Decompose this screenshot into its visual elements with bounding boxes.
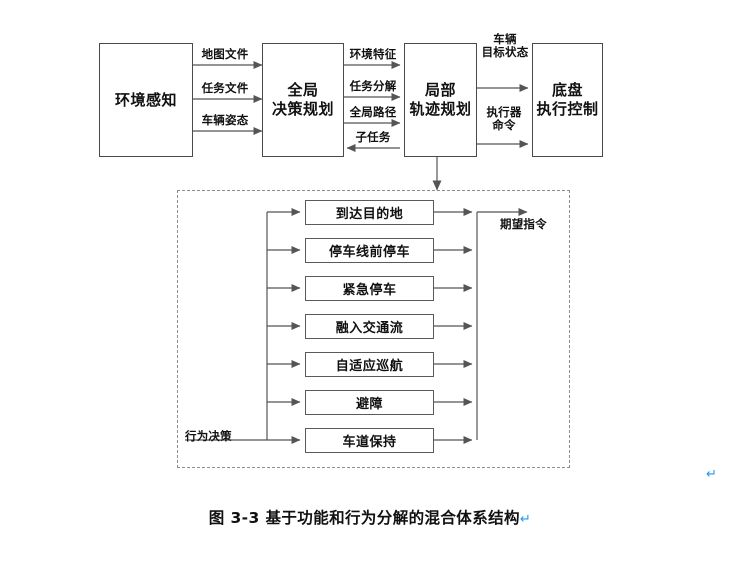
behavior-decision-region (177, 190, 570, 468)
pipeline-box-global-planner-label: 全局 决策规划 (271, 81, 334, 118)
edge-label-env-feature: 环境特征 (349, 47, 397, 61)
pipeline-box-chassis-control-label: 底盘 执行控制 (536, 81, 599, 118)
caption-paragraph-mark-icon: ↵ (519, 512, 532, 527)
behavior-box-reach-destination-label: 到达目的地 (335, 207, 404, 222)
behavior-input-label: 行为决策 (185, 429, 232, 443)
edge-label-map-file: 地图文件 (201, 47, 249, 61)
behavior-box-emergency-stop-label: 紧急停车 (342, 283, 397, 298)
edge-label-sub-task: 子任务 (355, 130, 391, 144)
behavior-box-lane-keeping-label: 车道保持 (342, 435, 397, 450)
behavior-box-merge-into-traffic[interactable]: 融入交通流 (305, 314, 434, 339)
edge-label-mission-file: 任务文件 (201, 81, 249, 95)
behavior-box-obstacle-avoidance[interactable]: 避障 (305, 390, 434, 415)
behavior-box-adaptive-cruise-label: 自适应巡航 (335, 359, 404, 374)
behavior-box-stop-before-stopline[interactable]: 停车线前停车 (305, 238, 434, 263)
behavior-output-label: 期望指令 (500, 217, 547, 231)
figure-caption: 图 3-3 基于功能和行为分解的混合体系结构↵ (0, 506, 740, 528)
pipeline-box-local-planner-label: 局部 轨迹规划 (409, 81, 472, 118)
edge-label-task-decomposition: 任务分解 (349, 79, 397, 93)
edge-label-global-route: 全局路径 (349, 105, 397, 119)
paragraph-mark-icon: ↵ (706, 467, 717, 482)
behavior-box-adaptive-cruise[interactable]: 自适应巡航 (305, 352, 434, 377)
edge-label-actuator-command: 执行器 命令 (486, 105, 522, 132)
figure-caption-text: 图 3-3 基于功能和行为分解的混合体系结构 (208, 509, 520, 527)
pipeline-box-chassis-control[interactable]: 底盘 执行控制 (532, 43, 603, 157)
behavior-box-emergency-stop[interactable]: 紧急停车 (305, 276, 434, 301)
behavior-box-merge-into-traffic-label: 融入交通流 (335, 321, 404, 336)
pipeline-box-local-planner[interactable]: 局部 轨迹规划 (404, 43, 477, 157)
edge-label-vehicle-target-state: 车辆 目标状态 (481, 32, 529, 59)
pipeline-box-perception[interactable]: 环境感知 (99, 43, 193, 157)
pipeline-box-global-planner[interactable]: 全局 决策规划 (262, 43, 344, 157)
edge-label-vehicle-pose: 车辆姿态 (201, 113, 249, 127)
pipeline-box-perception-label: 环境感知 (114, 90, 177, 109)
behavior-box-obstacle-avoidance-label: 避障 (355, 397, 383, 412)
behavior-box-lane-keeping[interactable]: 车道保持 (305, 428, 434, 453)
behavior-box-stop-before-stopline-label: 停车线前停车 (328, 245, 410, 260)
behavior-box-reach-destination[interactable]: 到达目的地 (305, 200, 434, 225)
